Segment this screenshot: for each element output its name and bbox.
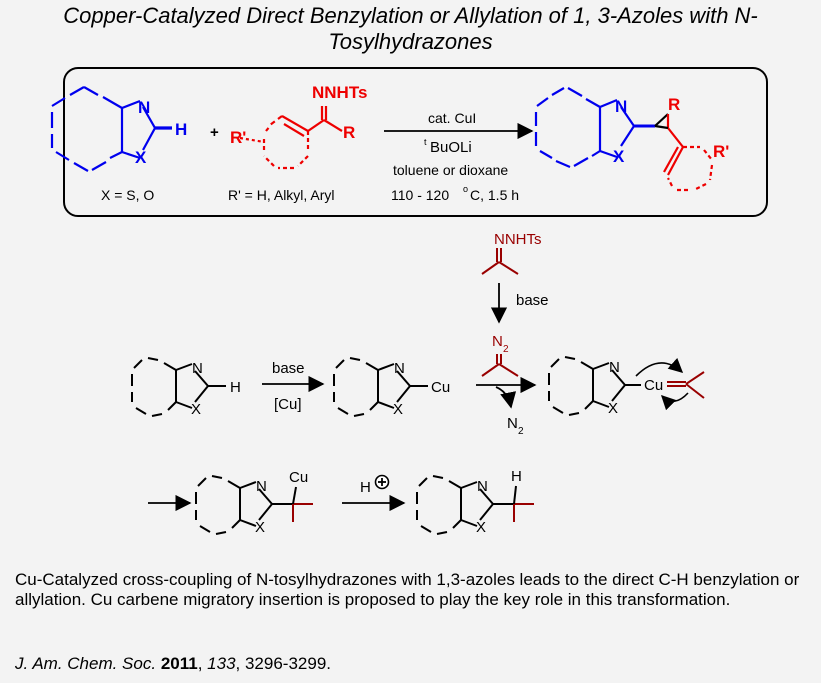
rprime-definition-note: R' = H, Alkyl, Aryl (228, 187, 335, 203)
product-x-label: X (613, 147, 625, 166)
hydrazone-reactant (239, 106, 343, 170)
mech-cu-bond (292, 486, 297, 505)
mech-n2-release-arrow (495, 386, 517, 409)
mech-1-x-label: X (191, 401, 201, 418)
mech-diazo (481, 354, 519, 377)
title-line-1: Copper-Catalyzed Direct Benzylation or A… (63, 3, 758, 28)
hydrazone-r-label: R (343, 123, 355, 142)
hydrazone-rprime-label: R' (230, 128, 246, 147)
condition-temp-b: C, 1.5 h (470, 187, 519, 203)
mech-5-n-label: N (477, 478, 488, 495)
condition-temp-superscript: o (463, 184, 468, 194)
mech-azole-3 (548, 356, 641, 416)
mech-azole-2 (333, 357, 428, 417)
mech-1-h-label: H (230, 379, 241, 396)
mech-carbene (667, 371, 705, 399)
product-azole (534, 87, 655, 169)
mech-5-h-label: H (511, 468, 522, 485)
mech-n2-subscript: 2 (503, 344, 509, 355)
mech-1-n-label: N (192, 360, 203, 377)
mech-4-x-label: X (255, 519, 265, 536)
mech-2-cu-label: Cu (431, 379, 450, 396)
mech-azole-1 (131, 357, 226, 417)
mech-azole-4 (195, 475, 293, 535)
condition-base-superscript: t (424, 137, 427, 147)
mech-n2-label: N (492, 333, 503, 350)
mech-n2-release-label: N (507, 415, 518, 432)
mech-base-label: base (516, 292, 549, 309)
product-side-chain (654, 113, 714, 192)
mech-4-n-label: N (256, 478, 267, 495)
mech-arrow-1-cu: [Cu] (274, 396, 302, 413)
caption-text: Cu-Catalyzed cross-coupling of N-tosylhy… (15, 570, 800, 609)
mech-azole-5 (416, 475, 514, 535)
product-n-label: N (615, 97, 627, 116)
citation-journal: J. Am. Chem. Soc. (15, 654, 157, 673)
mech-h-bond (513, 485, 517, 505)
mech-curved-arrow-1 (635, 357, 684, 377)
mech-4-cu-label: Cu (289, 469, 308, 486)
condition-solvent: toluene or dioxane (393, 162, 508, 178)
azole-x-label: X (135, 148, 147, 167)
mech-3-x-label: X (608, 400, 618, 417)
mech-plus-charge (374, 474, 390, 490)
mech-3-cu-label: Cu (644, 377, 663, 394)
citation-year: 2011 (160, 654, 198, 673)
product-r-label: R (668, 95, 680, 114)
condition-temp-a: 110 - 120 (391, 187, 449, 203)
mech-2-n-label: N (394, 360, 405, 377)
mech-arrow-1-base: base (272, 360, 305, 377)
citation-volume: 133 (207, 654, 236, 673)
citation: J. Am. Chem. Soc. 2011, 133, 3296-3299. (15, 654, 331, 673)
mech-hydrazone (481, 248, 519, 275)
title-line-2: Tosylhydrazones (328, 29, 493, 54)
citation-pages: , 3296-3299. (235, 654, 331, 673)
mech-5-x-label: X (476, 519, 486, 536)
mech-final-alkyl (513, 503, 534, 522)
mech-curved-arrow-2 (660, 392, 689, 411)
azole-n-label: N (138, 98, 150, 117)
product-rprime-label: R' (713, 142, 729, 161)
condition-catalyst: cat. CuI (428, 110, 476, 126)
condition-base: BuOLi (430, 139, 472, 156)
mech-2-x-label: X (393, 401, 403, 418)
mech-3-n-label: N (609, 359, 620, 376)
azole-h-label: H (175, 120, 187, 139)
mech-insertion-alkyl (292, 503, 313, 522)
x-definition-note: X = S, O (101, 187, 154, 203)
scheme-box (63, 67, 768, 217)
hydrazone-nnhts-label: NNHTs (312, 83, 367, 102)
plus-sign: + (210, 124, 219, 141)
mech-n2-release-subscript: 2 (518, 426, 524, 437)
mech-arrow-4-h-label: H (360, 479, 371, 496)
mech-nnhts-label: NNHTs (494, 231, 542, 248)
azole-reactant (50, 86, 172, 172)
